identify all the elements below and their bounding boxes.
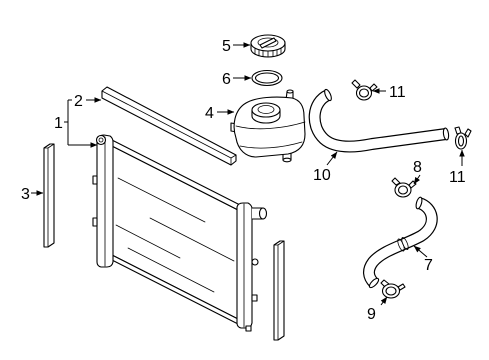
seal-ring-inner — [254, 72, 280, 84]
callout-7: 7 — [424, 257, 433, 274]
hose-clamp-8 — [391, 177, 417, 198]
radiator-filler-neck-inner — [98, 137, 104, 143]
radiator-left-mount-tab — [92, 217, 98, 227]
radiator-core-line — [127, 247, 215, 293]
callout-labels: 1 2 3 4 5 6 7 8 9 10 11 11 — [21, 38, 466, 323]
radiator-filler-neck — [95, 134, 107, 146]
callout-4: 4 — [205, 105, 214, 122]
lower-hose-body — [364, 198, 437, 287]
callout-10: 10 — [313, 167, 331, 184]
leader-10 — [326, 151, 338, 166]
clamp-tab — [351, 79, 361, 89]
leader-lines — [31, 42, 465, 306]
side-seal-strip-left-edge — [43, 143, 55, 248]
side-seal-strip-right — [273, 240, 285, 341]
callout-5: 5 — [222, 38, 231, 55]
clamp-ring-inner — [457, 135, 465, 147]
cap-top-inner — [257, 37, 279, 48]
side-seal-strip-left — [43, 143, 55, 248]
leader-9 — [380, 296, 388, 306]
radiator-right-bracket — [251, 294, 258, 302]
radiator-bottom-stud — [245, 325, 252, 332]
callout-11-upper: 11 — [389, 84, 406, 101]
hose-clamp-right — [454, 126, 472, 150]
cap-grip — [259, 37, 277, 49]
lower-hose-end-b — [368, 277, 380, 289]
side-seal-strip-right-body — [273, 240, 285, 341]
upper-hose-body — [309, 90, 447, 152]
lower-hose-band — [397, 238, 405, 252]
callout-9: 9 — [367, 306, 376, 323]
radiator-core-line — [115, 224, 181, 259]
upper-seal-strip-edge — [101, 90, 237, 166]
reservoir-vent-nozzle-end — [286, 89, 294, 94]
reservoir-bottom-outlet-end — [282, 157, 292, 163]
coolant-reservoir — [230, 89, 306, 163]
leader-7 — [413, 245, 428, 258]
upper-hose-end-a — [324, 88, 332, 102]
radiator-right-tank — [236, 202, 253, 329]
side-seal-strip-left-body — [43, 143, 55, 248]
callout-8: 8 — [413, 159, 422, 176]
lower-hose-end-a — [415, 196, 423, 210]
upper-seal-strip — [101, 86, 237, 166]
reservoir-filler-neck-top — [251, 102, 281, 118]
leader-1-bracket — [64, 99, 72, 145]
radiator-core-line — [149, 217, 235, 262]
reservoir-filler-opening — [257, 105, 275, 114]
reservoir-lower-flange — [239, 141, 303, 149]
radiator-outlet-pipe-end — [258, 207, 268, 220]
side-seal-strip-right-edge — [273, 240, 285, 341]
lower-radiator-hose — [363, 196, 438, 289]
radiator-core-line — [117, 177, 206, 223]
callout-6: 6 — [222, 71, 231, 88]
hose-clamp-upper — [351, 79, 378, 101]
clamp-ring-inner — [358, 88, 370, 98]
upper-hose-end-b — [442, 127, 450, 141]
radiator-right-stud — [251, 258, 259, 266]
cap-ribs — [254, 47, 282, 58]
radiator — [92, 134, 268, 332]
clamp-ring-inner — [385, 286, 397, 296]
callout-2: 2 — [74, 93, 83, 110]
reservoir-seam — [235, 121, 306, 130]
cap-seal-ring — [251, 69, 283, 87]
clamp-tab — [464, 128, 472, 138]
callout-1: 1 — [54, 115, 63, 132]
callout-11-lower: 11 — [449, 169, 466, 186]
reservoir-cap — [250, 34, 286, 58]
upper-radiator-hose — [308, 88, 450, 153]
leader-8 — [413, 174, 421, 185]
radiator-left-mount-tab — [92, 175, 98, 185]
clamp-ring-inner — [397, 185, 409, 195]
hose-clamp-9 — [380, 279, 406, 299]
callout-3: 3 — [21, 186, 30, 203]
